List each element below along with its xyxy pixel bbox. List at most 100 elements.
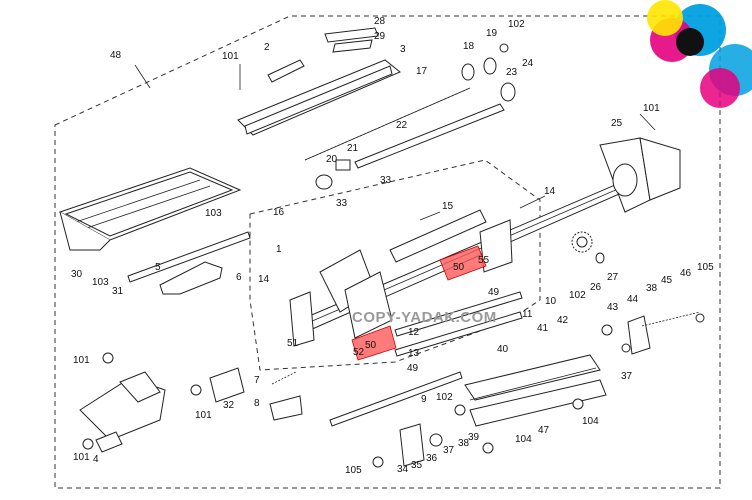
part-label-1: 1	[276, 244, 282, 255]
part-label-21: 21	[347, 143, 359, 154]
part-label-35: 35	[411, 460, 423, 471]
part-label-55: 55	[478, 255, 490, 266]
part-label-24: 24	[522, 58, 534, 69]
part-label-14: 14	[258, 274, 270, 285]
part-label-12: 12	[408, 327, 420, 338]
part-label-104: 104	[515, 434, 532, 445]
part-label-48: 48	[110, 50, 122, 61]
part-label-9: 9	[421, 394, 427, 405]
part-label-34: 34	[397, 464, 409, 475]
part-label-40: 40	[497, 344, 509, 355]
part-label-2: 2	[264, 42, 270, 53]
part-label-28: 28	[374, 16, 386, 27]
part-label-101: 101	[643, 103, 660, 114]
part-label-52: 52	[353, 347, 365, 358]
part-label-46: 46	[680, 268, 692, 279]
knob-20	[315, 159, 351, 190]
left-frame-30	[58, 167, 242, 251]
part-label-37: 37	[621, 371, 633, 382]
part-label-101: 101	[195, 410, 212, 421]
highlight-part-50-lower	[351, 325, 397, 361]
part-label-7: 7	[254, 375, 260, 386]
part-label-41: 41	[537, 323, 549, 334]
part-label-36: 36	[426, 453, 438, 464]
watermark-text: COPY-YADAK.COM	[352, 309, 497, 326]
part-label-49: 49	[488, 287, 500, 298]
rod-9	[329, 371, 463, 427]
part-label-8: 8	[254, 398, 260, 409]
gear-cluster	[461, 43, 516, 102]
part-label-101: 101	[73, 355, 90, 366]
part-label-37: 37	[443, 445, 455, 456]
part-label-47: 47	[538, 425, 550, 436]
part-label-31: 31	[112, 286, 124, 297]
part-label-50: 50	[453, 262, 465, 273]
part-label-51: 51	[287, 338, 299, 349]
spring-shaft	[304, 87, 471, 161]
part-label-101: 101	[73, 452, 90, 463]
part-label-104: 104	[582, 416, 599, 427]
part-label-103: 103	[92, 277, 109, 288]
part-label-23: 23	[506, 67, 518, 78]
part-label-20: 20	[326, 154, 338, 165]
part-label-22: 22	[396, 120, 408, 131]
part-label-105: 105	[345, 465, 362, 476]
motor-25	[599, 137, 681, 213]
part-label-14: 14	[544, 186, 556, 197]
gear-26	[571, 231, 605, 264]
part-label-26: 26	[590, 282, 602, 293]
shaft-12	[394, 291, 523, 337]
part-label-33: 33	[380, 175, 392, 186]
leader-lines	[134, 64, 656, 221]
part-label-102: 102	[569, 290, 586, 301]
part-label-39: 39	[468, 432, 480, 443]
center-frame	[289, 209, 513, 347]
part-label-19: 19	[486, 28, 498, 39]
part-label-50: 50	[365, 340, 377, 351]
part-label-15: 15	[442, 201, 454, 212]
part-label-27: 27	[607, 272, 619, 283]
part-label-4: 4	[93, 454, 99, 465]
part-label-102: 102	[508, 19, 525, 30]
part-label-33: 33	[336, 198, 348, 209]
lower-guide-40	[464, 354, 607, 427]
shaft-13	[394, 311, 523, 357]
part-label-16: 16	[273, 207, 285, 218]
part-label-3: 3	[400, 44, 406, 55]
part-label-38: 38	[458, 438, 470, 449]
clutch-parts	[372, 398, 584, 468]
rod-31	[127, 231, 251, 283]
upper-guide-assembly	[237, 27, 401, 136]
part-label-42: 42	[557, 315, 569, 326]
part-label-49: 49	[407, 363, 419, 374]
part-label-11: 11	[522, 309, 533, 320]
part-label-5: 5	[155, 262, 161, 273]
part-label-17: 17	[416, 66, 428, 77]
lever-5	[159, 261, 223, 295]
part-label-45: 45	[661, 275, 673, 286]
part-label-30: 30	[71, 269, 83, 280]
part-label-32: 32	[223, 400, 235, 411]
part-label-44: 44	[627, 294, 639, 305]
housing-bottom-left	[79, 352, 166, 453]
part-label-102: 102	[436, 392, 453, 403]
part-label-10: 10	[545, 296, 557, 307]
part-label-103: 103	[205, 208, 222, 219]
highlight-part-50-upper	[439, 245, 487, 281]
shaft-22	[354, 103, 505, 169]
bracket-32	[190, 367, 303, 421]
part-label-105: 105	[697, 262, 714, 273]
right-bracket	[601, 311, 705, 355]
part-label-13: 13	[408, 348, 420, 359]
color-circles-logo	[647, 0, 752, 108]
part-label-6: 6	[236, 272, 242, 283]
part-label-29: 29	[374, 31, 386, 42]
part-label-25: 25	[611, 118, 623, 129]
part-label-101: 101	[222, 51, 239, 62]
part-label-43: 43	[607, 302, 619, 313]
part-label-38: 38	[646, 283, 658, 294]
part-label-18: 18	[463, 41, 475, 52]
